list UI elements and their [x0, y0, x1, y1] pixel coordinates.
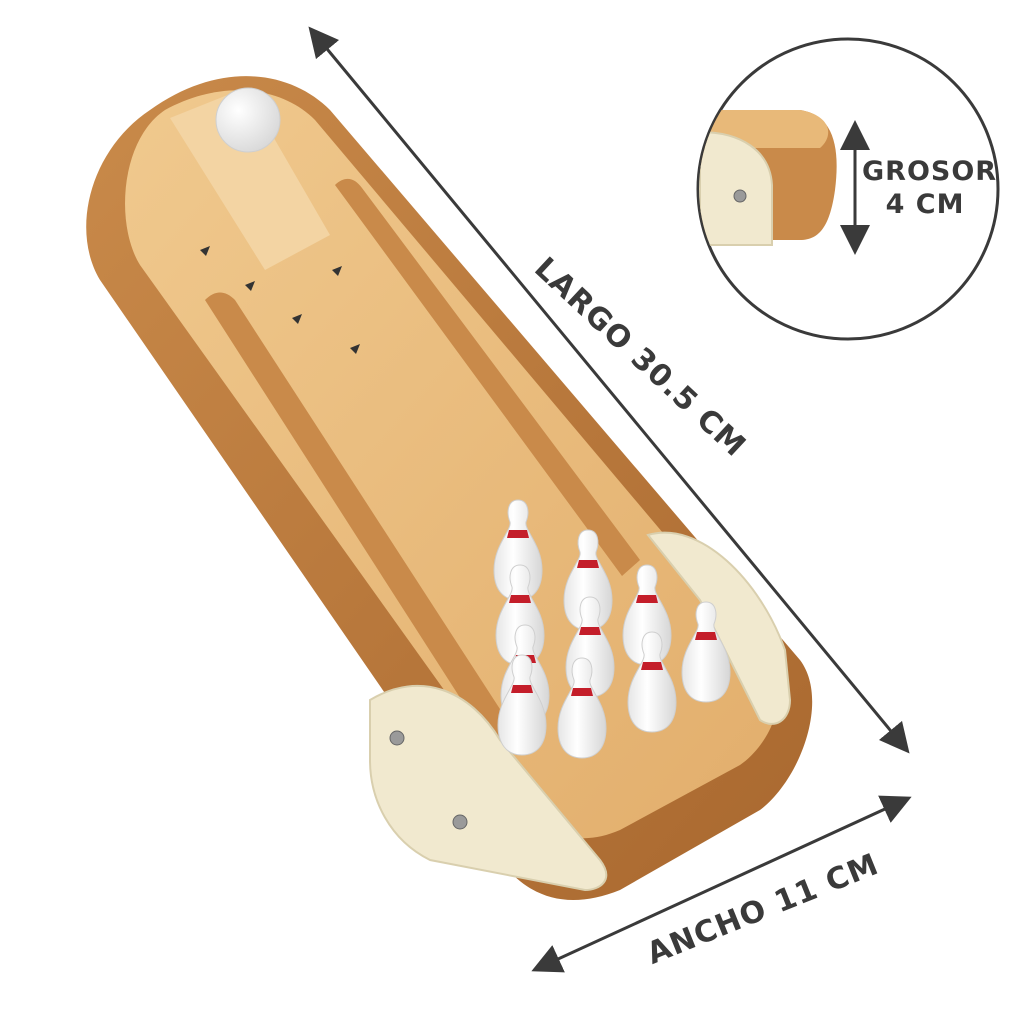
screw-icon: [452, 814, 468, 830]
bowling-pin-stripe: [636, 595, 658, 603]
width-dimension-arrow: [531, 795, 912, 973]
bowling-pin-stripe: [695, 632, 717, 640]
bowling-pin-stripe: [579, 627, 601, 635]
approach-area: [170, 88, 330, 270]
bowling-pin-stripe: [509, 595, 531, 603]
detail-inset: [696, 37, 1000, 341]
length-dimension-arrow: [308, 26, 910, 754]
thickness-label-line1: GROSOR: [862, 156, 998, 187]
screw-icon: [733, 189, 747, 203]
bowling-ball: [215, 87, 281, 153]
bowling-pin-stripe: [641, 662, 663, 670]
bowling-pin-stripe: [577, 560, 599, 568]
thickness-label-line2: 4 CM: [885, 189, 965, 220]
bowling-pin-stripe: [571, 688, 593, 696]
bowling-pin-stripe: [511, 685, 533, 693]
thickness-label: GROSOR 4 CM: [862, 155, 998, 221]
bowling-pin-stripe: [507, 530, 529, 538]
screw-icon: [389, 730, 405, 746]
